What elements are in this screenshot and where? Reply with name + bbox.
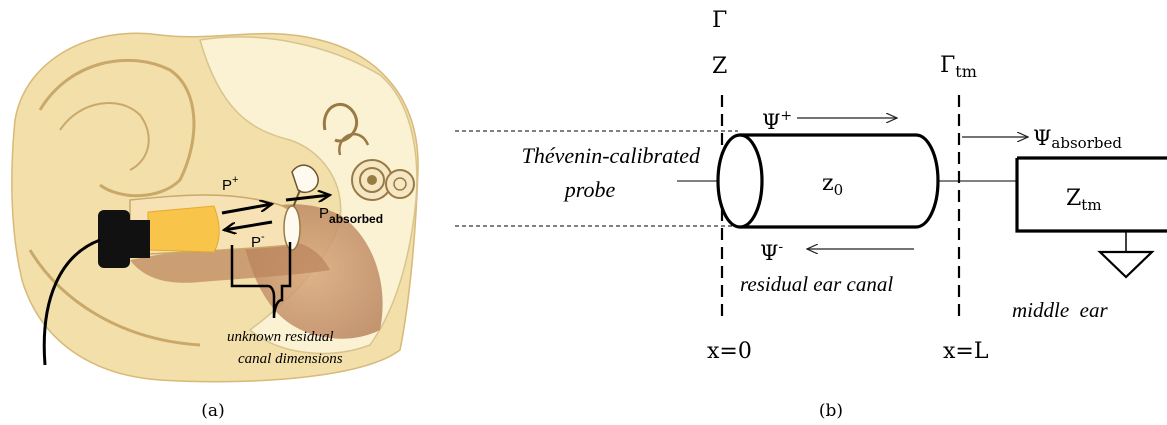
label-psi-minus: Ψ- (760, 239, 783, 265)
probe-connector (126, 220, 150, 258)
pinna-fold (38, 58, 196, 198)
ground-icon (1097, 231, 1155, 279)
panel-b-diagram (455, 95, 1167, 318)
label-ztm: Ztm (1066, 186, 1102, 214)
probe-body (98, 210, 130, 268)
ztm-impedance-box (1015, 156, 1167, 233)
panel-a-ear-illustration (11, 32, 419, 383)
probe-foam-tip (147, 205, 220, 253)
p-absorbed-arrow (285, 195, 330, 200)
middle-ear-label: middle ear (1012, 298, 1108, 322)
label-psi-absorbed: Ψabsorbed (1033, 126, 1122, 152)
pinna-lower-fold (28, 249, 201, 347)
label-z: Z (712, 54, 727, 79)
label-psi-plus: Ψ+ (762, 108, 792, 134)
probe-label-line1: Thévenin-calibrated (522, 143, 701, 168)
label-gamma: Γ (712, 8, 727, 33)
label-p-absorbed: Pabsorbed (319, 205, 383, 226)
probe-cable (42, 238, 101, 366)
label-x0: x=0 (707, 339, 752, 364)
ear-canal-cylinder (716, 133, 940, 229)
label-p-plus: P+ (222, 174, 238, 194)
caption-a: (a) (201, 401, 224, 421)
canal-flesh-lower (130, 239, 330, 283)
semicircular-canals-icon (322, 102, 370, 156)
caption-b: (b) (819, 401, 843, 421)
label-p-minus: P- (251, 231, 265, 251)
label-z0: z0 (822, 171, 843, 199)
eardrum (283, 205, 301, 251)
label-xL: x=L (943, 339, 989, 364)
pinna-fold-inner (59, 102, 150, 171)
label-gamma-tm: Γtm (940, 53, 977, 81)
residual-label-line2: canal dimensions (238, 351, 343, 367)
residual-label-line1: unknown residual (227, 329, 334, 345)
residual-canal-brace (230, 242, 292, 319)
p-plus-arrow (221, 204, 272, 215)
probe-label-line2: probe (563, 177, 616, 202)
residual-ear-canal-label: residual ear canal (740, 272, 893, 296)
p-minus-arrow (224, 220, 273, 230)
cochlea-icon (351, 159, 415, 201)
